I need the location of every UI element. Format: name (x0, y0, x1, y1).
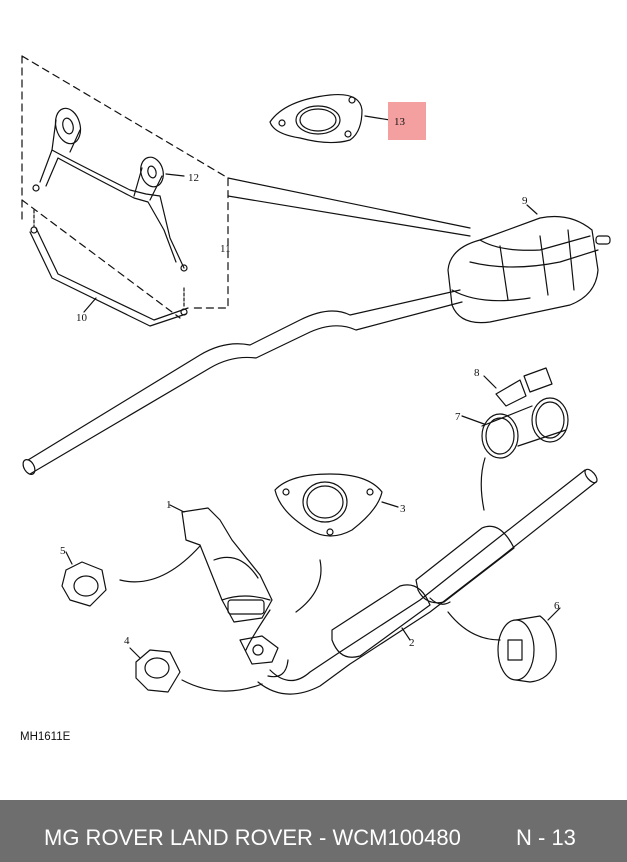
callout-8: 8 (474, 367, 480, 379)
callout-12: 12 (188, 172, 199, 184)
callout-10: 10 (76, 312, 88, 324)
callout-11: 11 (220, 243, 231, 255)
clamp-7-8 (461, 367, 569, 511)
exhaust-system-diagram: 1 2 3 4 5 6 7 8 9 10 11 12 13 (21, 55, 611, 695)
footer-bar: MG ROVER LAND ROVER - WCM100480 N - 13 (0, 800, 627, 862)
footer-page-ref: N - 13 (516, 825, 576, 850)
drawing-code: MH1611E (20, 731, 71, 743)
tail-pipe (22, 289, 463, 475)
strap-10 (29, 209, 189, 327)
nut-5 (61, 551, 107, 607)
callout-6: 6 (554, 600, 560, 612)
callout-1: 1 (166, 499, 172, 511)
rear-silencer-9 (447, 204, 611, 324)
highlight-13 (388, 102, 426, 140)
callout-13: 13 (394, 116, 406, 128)
mounting-rubber-6 (447, 607, 561, 683)
callout-7: 7 (455, 411, 461, 423)
callout-4: 4 (124, 635, 130, 647)
catalytic-converter-1 (119, 504, 279, 665)
callout-3: 3 (400, 503, 406, 515)
callout-5: 5 (60, 545, 66, 557)
nut-4 (129, 647, 263, 693)
gasket-13 (269, 93, 391, 144)
hanger-bracket-12 (32, 107, 188, 272)
callout-9: 9 (522, 195, 528, 207)
gasket-3 (274, 473, 399, 613)
intermediate-pipe-2 (257, 468, 598, 695)
footer-part-number: MG ROVER LAND ROVER - WCM100480 (44, 825, 461, 850)
callout-2: 2 (409, 637, 415, 649)
